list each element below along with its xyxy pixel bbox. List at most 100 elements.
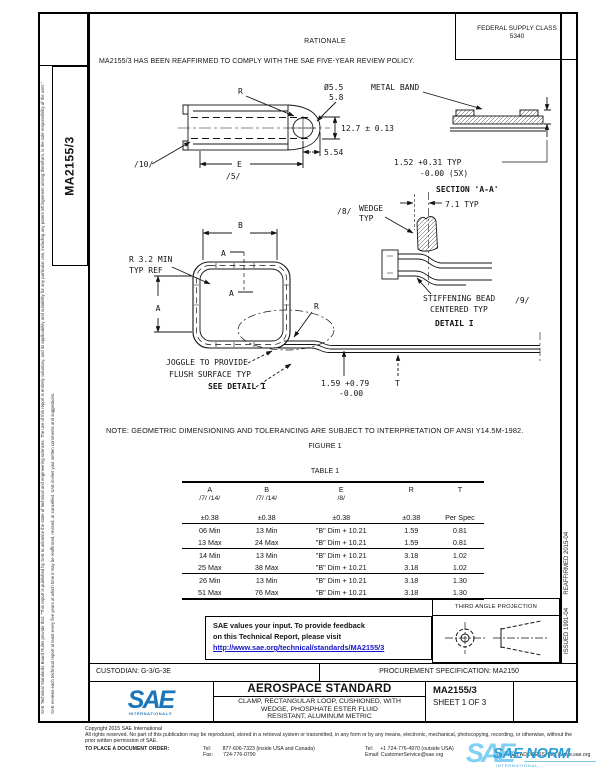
table-header-row: A B E R T (182, 482, 484, 495)
cell: 13 Min (237, 573, 296, 586)
cell: "B" Dim + 10.21 (295, 573, 387, 586)
disclaimer-line-2: SAE reviews each technical report at lea… (50, 392, 55, 714)
metal-band-label: METAL BAND (371, 83, 419, 92)
table-flags-row: /7/ /14/ /7/ /14/ /8/ (182, 495, 484, 504)
right-column-divider (560, 12, 562, 663)
section-aa-labels: 1.52 +0.31 TYP -0.00 (5X) SECTION 'A-A' (394, 158, 499, 194)
doc-number: MA2155/3 (433, 685, 477, 696)
loop-geometry (154, 229, 541, 388)
flag-cell: /7/ /14/ (199, 495, 221, 502)
stiffening-bead-line1: STIFFENING BEAD (423, 294, 495, 303)
flag-cell (436, 495, 484, 504)
third-angle-projection-symbol (445, 620, 547, 656)
detail-i-labels: /8/ WEDGE TYP 7.1 TYP STIFFENING BEAD CE… (337, 200, 530, 328)
detail-i-geometry (381, 192, 492, 295)
diameter-upper: Ø5.5 (324, 82, 343, 92)
feedback-url-link[interactable]: http://www.sae.org/technical/standards/M… (213, 643, 385, 652)
cell: 13 Min (255, 525, 278, 535)
feedback-line-1: SAE values your input. To provide feedba… (213, 621, 365, 630)
dim-e: E (237, 160, 242, 169)
figure-caption: FIGURE 1 (308, 441, 342, 450)
section-mark-top: A (221, 249, 226, 258)
col-header-t: T (457, 484, 463, 494)
col-header-r: R (408, 484, 414, 494)
detail-i-caption: DETAIL I (435, 319, 474, 328)
standard-title-line2: WEDGE, PHOSPHATE ESTER FLUID (261, 705, 378, 713)
rights-line: All rights reserved. No part of this pub… (85, 732, 572, 745)
col-header-b: B (264, 484, 270, 494)
sheet-number: SHEET 1 OF 3 (433, 698, 487, 707)
rationale-heading: RATIONALE (304, 38, 346, 45)
sae-logo-subtext: INTERNATIONAL® (128, 711, 173, 716)
cell: "B" Dim + 10.21 (315, 525, 367, 535)
standard-title-line1: CLAMP, RECTANGULAR LOOP, CUSHIONED, WITH (238, 698, 401, 705)
feedback-line-2: on this Technical Report, please visit (213, 632, 341, 641)
custodian-cell: CUSTODIAN: G-3/G-3E (88, 664, 320, 681)
wedge-label-line2: TYP (359, 214, 374, 223)
cell: 1.30 (452, 587, 467, 597)
cell: 38 Max (254, 562, 279, 572)
email-address: Email: CustomerService@sae.org (365, 751, 444, 758)
figure-1-drawing: R Ø5.5 5.8 METAL BAND 12.7 ± 0.13 5.54 E… (129, 82, 551, 398)
cell: 1.59 (404, 537, 419, 547)
procurement-spec-cell: PROCUREMENT SPECIFICATION: MA2150 (379, 668, 519, 675)
federal-supply-class-box: FEDERAL SUPPLY CLASS 5340 (455, 12, 578, 60)
cell: 24 Max (254, 537, 279, 547)
loop-labels: B A A A R 3.2 MIN TYP REF R JOGGLE TO PR… (129, 221, 400, 398)
left-column-divider (88, 12, 90, 723)
wedge-label-line1: WEDGE (359, 204, 383, 213)
left-margin-disclaimer: SAE Technical Standards Board Rules prov… (39, 14, 60, 716)
page-frame (38, 12, 578, 723)
joggle-note-line1: JOGGLE TO PROVIDE (166, 358, 248, 367)
fax-number: Fax: 724-776-0790 (203, 751, 256, 758)
doc-number-vertical-box: MA2155/3 (52, 66, 88, 266)
cell: 26 Min (182, 573, 238, 586)
web-address: SAE WEB ADDRESS: http://www.sae.org (495, 751, 591, 758)
section-mark-bottom: A (229, 289, 234, 298)
table-1: A B E R T /7/ /14/ /7/ /14/ /8/ ±0.38 ±0… (182, 481, 484, 600)
watermark-sae-glyph: SAE (466, 738, 516, 768)
tolerance-cell: ±0.38 (237, 503, 296, 524)
diameter-lower: 5.8 (329, 93, 344, 102)
dim-1-59-line2: -0.00 (339, 389, 363, 398)
feedback-box: SAE values your input. To provide feedba… (205, 616, 432, 660)
cell: 25 Max (197, 562, 222, 572)
cell: "B" Dim + 10.21 (295, 548, 387, 561)
flag-note-5: /5/ (226, 172, 241, 181)
table-caption: TABLE 1 (310, 466, 340, 475)
cell: 0.81 (452, 537, 467, 547)
doc-number-cell: MA2155/3 SHEET 1 OF 3 (426, 682, 514, 723)
tolerance-cell: Per Spec (435, 503, 484, 524)
col-header-a: A (207, 484, 213, 494)
flag-note-10: /10/ (134, 160, 153, 169)
tel-inside: Tel: 877-606-7323 (inside USA and Canada… (203, 745, 315, 752)
fsc-label: FEDERAL SUPPLY CLASS (477, 25, 557, 32)
cell: "B" Dim + 10.21 (315, 537, 367, 547)
standard-title-line3: RESISTANT, ALUMINUM METRIC (267, 713, 372, 721)
flag-cell: /8/ (337, 495, 345, 502)
sae-logo: SAE (127, 686, 175, 714)
dim-7-1: 7.1 TYP (445, 200, 479, 209)
watermark-international: INTERNATIONAL (496, 763, 539, 768)
cell: "B" Dim + 10.21 (315, 562, 367, 572)
cell: 3.18 (386, 573, 436, 586)
table-1-head: A B E R T /7/ /14/ /7/ /14/ /8/ ±0.38 ±0… (182, 482, 484, 524)
standard-type-heading: AEROSPACE STANDARD (214, 682, 425, 697)
stiffening-bead-line2: CENTERED TYP (430, 305, 488, 314)
grid-spacer (85, 752, 203, 758)
cell: 13 Min (237, 548, 296, 561)
sae-norm-watermark: SAE SAE NORM INTERNATIONAL (466, 738, 600, 776)
dim-1-52-line2: -0.00 (5X) (420, 169, 468, 178)
third-angle-projection-box: THIRD ANGLE PROJECTION (432, 598, 560, 663)
dim-5-54: 5.54 (324, 148, 343, 157)
cell: 1.02 (452, 562, 467, 572)
title-block-empty-cell (514, 682, 578, 723)
flag-cell: /7/ /14/ (256, 495, 278, 502)
